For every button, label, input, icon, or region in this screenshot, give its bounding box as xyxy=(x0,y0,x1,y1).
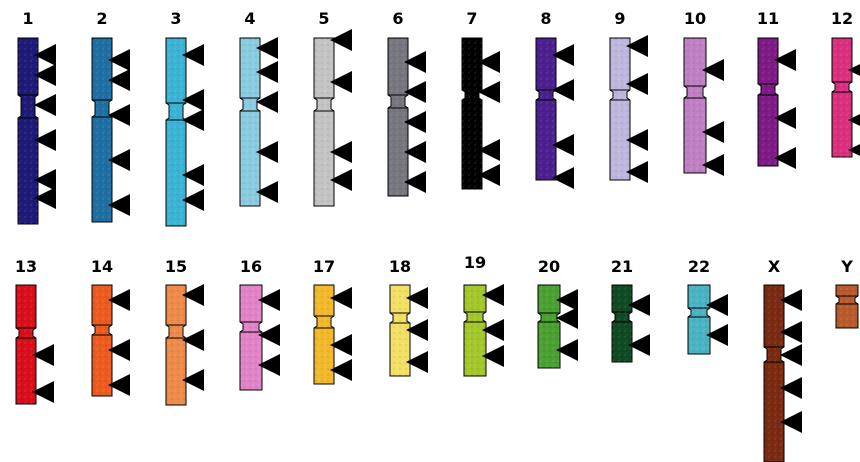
chromosome-label: 2 xyxy=(96,9,107,28)
chromosome-label: 10 xyxy=(684,9,706,28)
chromosome-x: X xyxy=(764,257,802,462)
chromosome-label: 12 xyxy=(831,9,853,28)
chromosome-label: 11 xyxy=(757,9,779,28)
chromosome-label: 7 xyxy=(466,9,477,28)
chromosome-texture xyxy=(612,285,632,362)
chromosome-texture xyxy=(538,285,560,368)
chromosome-label: 22 xyxy=(688,257,710,276)
chromosome-texture xyxy=(610,38,630,180)
chromosome-label: 6 xyxy=(392,9,403,28)
chromosome-texture xyxy=(684,38,706,173)
chromosome-label: 21 xyxy=(611,257,633,276)
chromosome-12: 12 xyxy=(831,9,860,161)
chromosome-4: 4 xyxy=(240,9,278,206)
chromosome-texture xyxy=(314,38,334,206)
chromosome-texture xyxy=(166,285,186,405)
chromosome-label: 17 xyxy=(313,257,335,276)
chromosome-label: 18 xyxy=(389,257,411,276)
chromosome-texture xyxy=(240,38,260,206)
chromosome-label: Y xyxy=(840,257,853,276)
chromosome-label: 14 xyxy=(91,257,113,276)
chromosome-22: 22 xyxy=(688,257,728,354)
chromosome-label: 8 xyxy=(540,9,551,28)
chromosome-label: 15 xyxy=(165,257,187,276)
chromosome-3: 3 xyxy=(166,9,204,226)
chromosome-texture xyxy=(536,38,556,180)
chromosome-8: 8 xyxy=(536,9,574,189)
chromosome-label: X xyxy=(768,257,781,276)
chromosome-label: 3 xyxy=(170,9,181,28)
chromosome-18: 18 xyxy=(389,257,428,376)
chromosome-texture xyxy=(92,285,112,396)
chromosome-texture xyxy=(240,285,262,390)
chromosome-label: 5 xyxy=(318,9,329,28)
chromosome-texture xyxy=(764,285,784,462)
chromosome-label: 20 xyxy=(538,257,560,276)
chromosome-texture xyxy=(462,38,482,189)
chromosome-2: 2 xyxy=(92,9,130,222)
chromosome-label: 4 xyxy=(244,9,255,28)
chromosome-11: 11 xyxy=(757,9,796,169)
chromosome-17: 17 xyxy=(313,257,352,384)
chromosome-5: 5 xyxy=(314,9,352,206)
chromosome-label: 1 xyxy=(22,9,33,28)
chromosome-texture xyxy=(758,38,778,166)
chromosome-6: 6 xyxy=(388,9,426,196)
chromosome-texture xyxy=(836,285,858,328)
chromosome-7: 7 xyxy=(462,9,500,189)
chromosome-label: 19 xyxy=(464,253,486,272)
chromosome-10: 10 xyxy=(684,9,724,176)
chromosome-13: 13 xyxy=(15,257,54,404)
chromosome-15: 15 xyxy=(165,257,204,405)
chromosome-texture xyxy=(314,285,334,384)
chromosome-14: 14 xyxy=(91,257,130,396)
chromosome-1: 1 xyxy=(18,9,56,224)
chromosome-label: 16 xyxy=(240,257,262,276)
chromosome-9: 9 xyxy=(610,9,648,183)
chromosome-texture xyxy=(832,38,852,157)
chromosome-20: 20 xyxy=(538,257,578,368)
chromosome-label: 9 xyxy=(614,9,625,28)
chromosome-21: 21 xyxy=(611,257,650,362)
locus-marker-arrow xyxy=(34,94,56,116)
chromosome-label: 13 xyxy=(15,257,37,276)
chromosome-texture xyxy=(166,38,186,226)
chromosome-texture xyxy=(464,285,486,376)
chromosome-texture xyxy=(92,38,112,222)
chromosome-y: Y xyxy=(836,257,858,328)
chromosome-16: 16 xyxy=(240,257,280,390)
chromosome-texture xyxy=(18,38,38,224)
chromosome-texture xyxy=(16,285,36,404)
chromosome-texture xyxy=(688,285,710,354)
chromosome-19: 19 xyxy=(464,253,504,376)
